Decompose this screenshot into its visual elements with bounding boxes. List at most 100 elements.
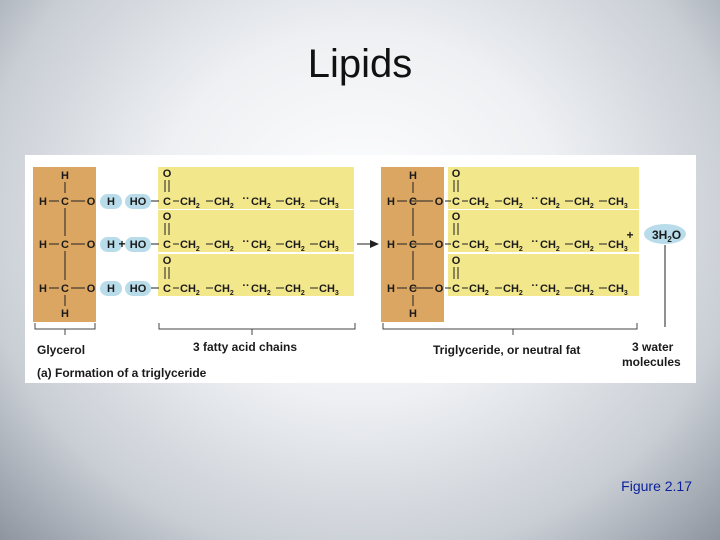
- triglyceride-fatty-acid-1: [448, 167, 639, 209]
- hydroxyl-ho: HO: [130, 283, 147, 295]
- fatty-acid-carbon: C: [163, 196, 171, 208]
- fatty-acid-ch2: CH2: [180, 239, 200, 253]
- triglyceride-chain-ch2: CH2: [540, 196, 560, 210]
- triglyceride-chain-ch3: CH3: [608, 196, 628, 210]
- triglyceride-chain-ch2: CH2: [574, 196, 594, 210]
- fatty-acid-carbonyl-o: O: [163, 168, 172, 180]
- triglyceride-chain-ch2: CH2: [540, 283, 560, 297]
- glycerol-oxygen: O: [87, 196, 96, 208]
- fatty-acid-ch2: CH2: [180, 196, 200, 210]
- glycerol-label: Glycerol: [37, 343, 85, 357]
- figure-label: Figure 2.17: [621, 478, 692, 494]
- glycerol-bottom-h: H: [61, 308, 69, 320]
- glycerol-carbon: C: [61, 239, 69, 251]
- glycerol-oxygen: O: [87, 283, 96, 295]
- hydroxyl-h-bubble: [100, 281, 122, 296]
- triglyceride-chain-carbonyl-o: O: [452, 255, 461, 267]
- triglyceride-chain-ch3: CH3: [608, 283, 628, 297]
- triglyceride-fatty-acid-2: [448, 210, 639, 252]
- plus-sign-reactants: +: [118, 237, 125, 251]
- triglyceride-chain-carbonyl-o: O: [452, 168, 461, 180]
- triglyceride-chain-carbon: C: [452, 283, 460, 295]
- fatty-acid-carbon: C: [163, 239, 171, 251]
- triglyceride-glycerol-left-h: H: [387, 239, 395, 251]
- triglyceride-glycerol-left-h: H: [387, 283, 395, 295]
- triglyceride-chain-ch2: CH2: [503, 283, 523, 297]
- fatty-acid-ch2: CH2: [285, 283, 305, 297]
- triglyceride-glycerol-left-h: H: [387, 196, 395, 208]
- triglyceride-glycerol-bottom-h: H: [409, 308, 417, 320]
- triglyceride-label: Triglyceride, or neutral fat: [433, 343, 580, 357]
- triglyceride-fatty-acid-3: [448, 254, 639, 296]
- triglyceride-glycerol-oxygen: O: [435, 283, 444, 295]
- glycerol-bracket: [34, 323, 96, 335]
- glycerol-left-h: H: [39, 196, 47, 208]
- triglyceride-chain-carbon: C: [452, 239, 460, 251]
- triglyceride-chain-dots: ··: [531, 236, 538, 248]
- fatty-acid-chain-1: [158, 167, 354, 209]
- hydroxyl-h: H: [107, 283, 115, 295]
- fatty-acid-ch3: CH3: [319, 196, 339, 210]
- triglyceride-chain-ch2: CH2: [469, 196, 489, 210]
- fatty-acid-carbon: C: [163, 283, 171, 295]
- hydroxyl-h: H: [107, 239, 115, 251]
- fatty-acid-dots: ··: [242, 280, 249, 292]
- glycerol-left-h: H: [39, 239, 47, 251]
- glycerol-carbon: C: [61, 283, 69, 295]
- slide-title: Lipids: [307, 42, 413, 86]
- triglyceride-bracket: [382, 323, 638, 335]
- triglyceride-glycerol-carbon: C: [409, 283, 417, 295]
- hydroxyl-ho-bubble: [125, 194, 151, 209]
- hydroxyl-ho-bubble: [125, 281, 151, 296]
- hydroxyl-ho: HO: [130, 196, 147, 208]
- fatty-acid-ch2: CH2: [251, 239, 271, 253]
- fatty-acid-ch2: CH2: [285, 196, 305, 210]
- glycerol-left-h: H: [39, 283, 47, 295]
- triglyceride-chain-ch3: CH3: [608, 239, 628, 253]
- reaction-arrow-head: [370, 240, 379, 248]
- water-bubble: [644, 224, 686, 244]
- triglyceride-chain-ch2: CH2: [503, 196, 523, 210]
- fatty-acid-dots: ··: [242, 236, 249, 248]
- fatty-acid-ch3: CH3: [319, 239, 339, 253]
- triglyceride-chain-carbon: C: [452, 196, 460, 208]
- fatty-acid-ch3: CH3: [319, 283, 339, 297]
- triglyceride-chain-dots: ··: [531, 280, 538, 292]
- fatty-acid-ch2: CH2: [251, 283, 271, 297]
- fatty-acids-label: 3 fatty acid chains: [193, 340, 297, 354]
- fatty-acids-bracket: [158, 323, 356, 335]
- triglyceride-chain-ch2: CH2: [503, 239, 523, 253]
- diagram-caption: (a) Formation of a triglyceride: [37, 366, 207, 380]
- water-label-line1: 3 water: [632, 340, 674, 354]
- fatty-acid-ch2: CH2: [285, 239, 305, 253]
- triglyceride-glycerol-oxygen: O: [435, 196, 444, 208]
- water-formula: 3H2O: [652, 228, 681, 244]
- triglyceride-chain-carbonyl-o: O: [452, 211, 461, 223]
- water-label-line2: molecules: [622, 355, 681, 369]
- triglyceride-glycerol-top-h: H: [409, 170, 417, 182]
- glycerol-top-h: H: [61, 170, 69, 182]
- fatty-acid-chain-2: [158, 210, 354, 252]
- fatty-acid-carbonyl-o: O: [163, 211, 172, 223]
- plus-sign-water: +: [626, 228, 633, 242]
- fatty-acid-ch2: CH2: [251, 196, 271, 210]
- fatty-acid-ch2: CH2: [180, 283, 200, 297]
- triglyceride-chain-ch2: CH2: [469, 239, 489, 253]
- fatty-acid-chain-3: [158, 254, 354, 296]
- triglyceride-glycerol-carbon: C: [409, 196, 417, 208]
- fatty-acid-ch2: CH2: [214, 239, 234, 253]
- triglyceride-chain-ch2: CH2: [574, 239, 594, 253]
- triglyceride-glycerol-oxygen: O: [435, 239, 444, 251]
- triglyceride-glycerol-carbon: C: [409, 239, 417, 251]
- triglyceride-chain-dots: ··: [531, 193, 538, 205]
- hydroxyl-ho-bubble: [125, 237, 151, 252]
- fatty-acid-carbonyl-o: O: [163, 255, 172, 267]
- fatty-acid-ch2: CH2: [214, 283, 234, 297]
- hydroxyl-ho: HO: [130, 239, 147, 251]
- glycerol-oxygen: O: [87, 239, 96, 251]
- hydroxyl-h: H: [107, 196, 115, 208]
- triglyceride-chain-ch2: CH2: [574, 283, 594, 297]
- glycerol-carbon: C: [61, 196, 69, 208]
